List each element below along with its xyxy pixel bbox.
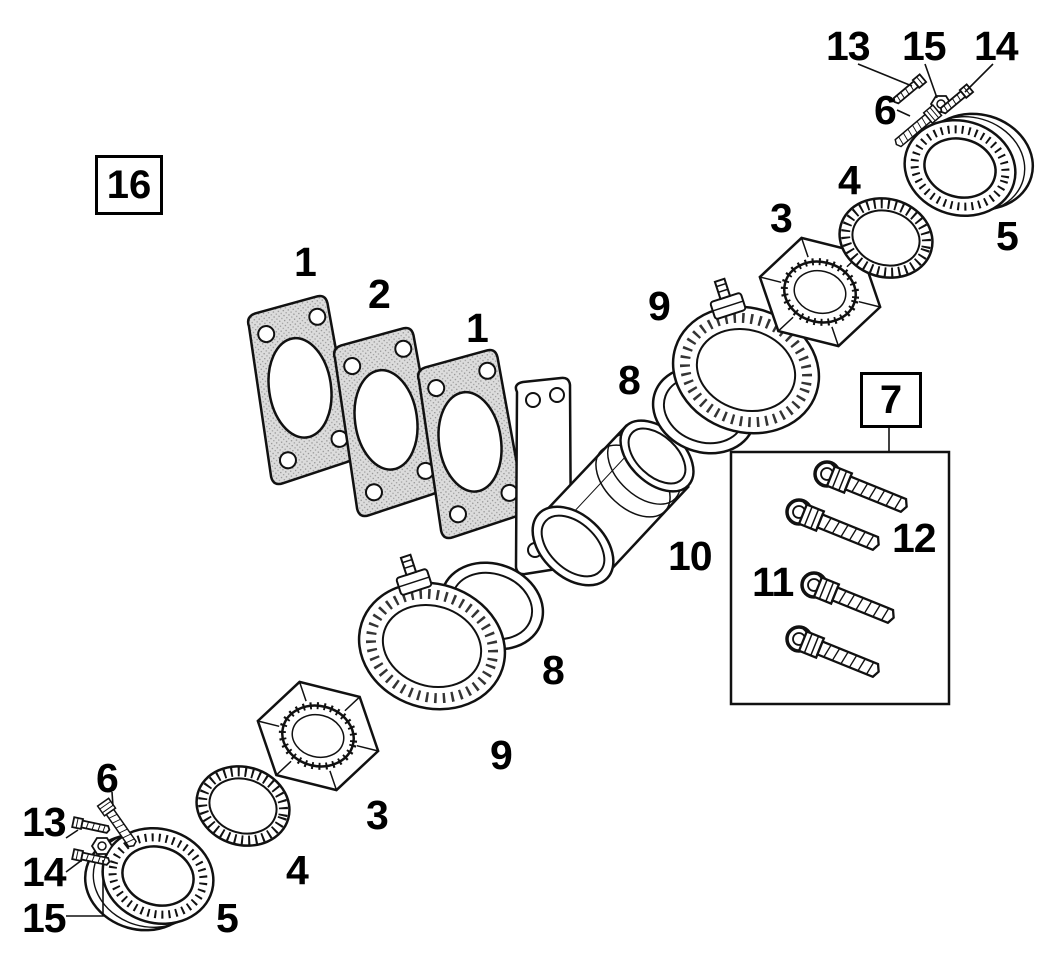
callout-10-elbow: 10 — [668, 533, 713, 579]
screw-part-13-bottom — [71, 816, 112, 836]
callout-11-washers: 11 — [752, 559, 794, 605]
nut-part-15-bottom — [91, 837, 113, 855]
callout-8-top: 8 — [618, 357, 641, 403]
callout-1-gasket-a: 1 — [294, 239, 317, 285]
callout-12-bolts: 12 — [892, 515, 937, 561]
figure-number-box-16: 16 — [95, 155, 163, 215]
hex-bolt-1 — [825, 465, 912, 518]
callout-6-top: 6 — [874, 87, 897, 133]
callout-1-gasket-b: 1 — [466, 305, 489, 351]
callout-14-bottom: 14 — [22, 849, 67, 895]
callout-14-top: 14 — [974, 23, 1019, 69]
callout-5-top: 5 — [996, 213, 1019, 259]
callout-13-bottom: 13 — [22, 799, 67, 845]
callout-13-top: 13 — [826, 23, 871, 69]
callout-8-bottom: 8 — [542, 647, 565, 693]
callout-2-gasket: 2 — [368, 271, 391, 317]
hex-bolt-2 — [797, 503, 884, 556]
callout-4-bottom: 4 — [286, 847, 309, 893]
hardware-group-label-box-7: 7 — [860, 372, 922, 428]
hardware-group-box — [729, 450, 951, 706]
callout-6-bottom: 6 — [96, 755, 119, 801]
callout-3-top: 3 — [770, 195, 793, 241]
leader-lines — [65, 63, 994, 917]
callout-9-top: 9 — [648, 283, 671, 329]
callout-9-bottom: 9 — [490, 732, 513, 778]
hex-bolt-4 — [797, 630, 884, 683]
callout-4-top: 4 — [838, 157, 861, 203]
callout-3-bottom: 3 — [366, 792, 389, 838]
hex-bolt-3 — [812, 576, 899, 629]
callout-5-bottom: 5 — [216, 895, 239, 941]
connector-part-5-bottom — [74, 811, 225, 947]
callout-15-top: 15 — [902, 23, 947, 69]
callout-15-bottom: 15 — [22, 895, 67, 941]
exhaust-elbow-part-10 — [514, 376, 695, 587]
gasket-part-1b — [414, 346, 529, 541]
